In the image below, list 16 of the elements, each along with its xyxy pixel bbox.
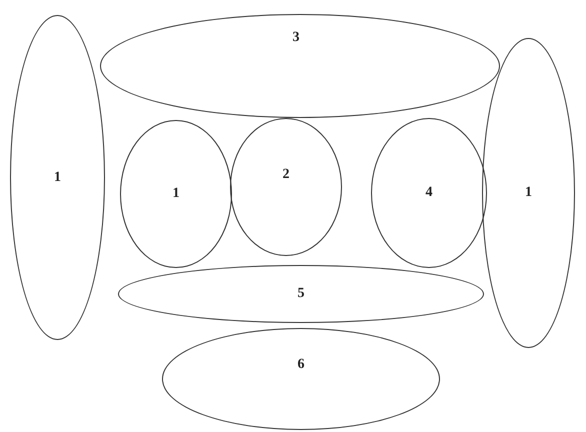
oval-region xyxy=(118,265,484,323)
region-number: 6 xyxy=(298,358,304,372)
region-number: 5 xyxy=(298,287,304,301)
region-number: 1 xyxy=(54,170,61,184)
oval-region xyxy=(482,38,575,348)
oval-region xyxy=(230,118,342,256)
region-number: 2 xyxy=(282,168,290,182)
oval-region xyxy=(100,14,500,118)
oval-region xyxy=(371,118,487,268)
region-number: 1 xyxy=(172,187,180,201)
region-number: 3 xyxy=(292,31,300,45)
oval-region xyxy=(120,120,232,268)
oval-region xyxy=(162,328,440,430)
oval-region xyxy=(10,15,105,340)
region-number: 4 xyxy=(426,186,432,200)
region-number: 1 xyxy=(525,186,532,200)
